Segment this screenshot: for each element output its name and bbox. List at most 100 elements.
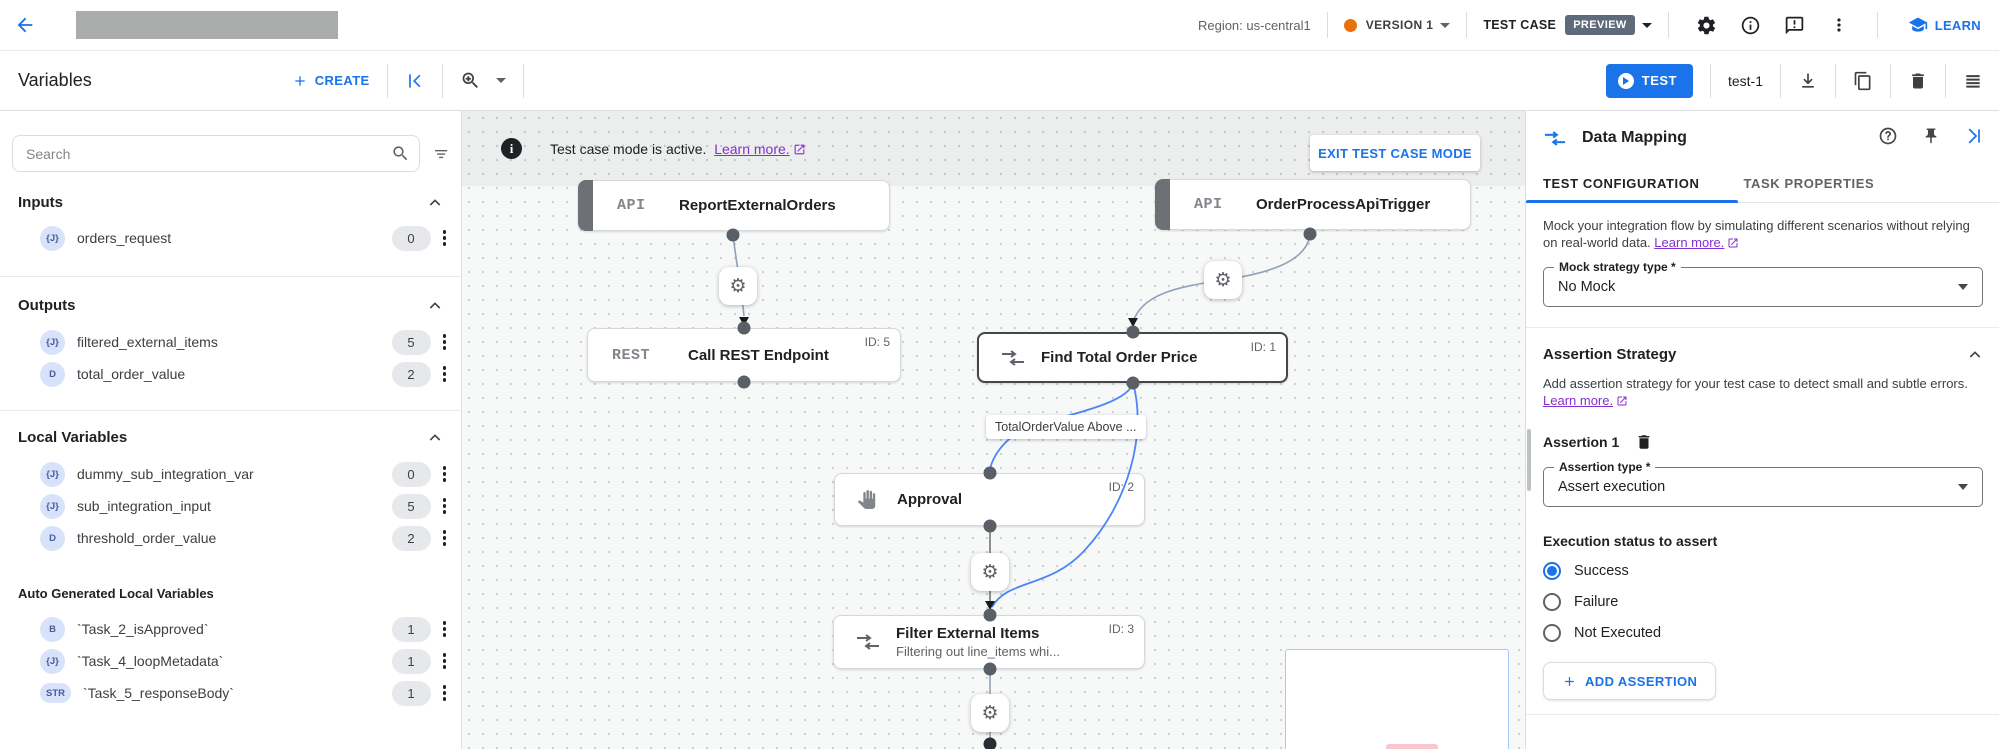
plus-icon (1565, 676, 1574, 686)
kebab-menu-icon[interactable] (440, 362, 450, 386)
assertion-type-select[interactable]: Assertion type * Assert execution (1543, 460, 1983, 507)
kebab-menu-icon[interactable] (440, 526, 450, 550)
api-tag: API (617, 197, 646, 214)
variable-row[interactable]: D threshold_order_value 2 (0, 522, 461, 554)
assertion-strategy-header[interactable]: Assertion Strategy (1543, 346, 1983, 363)
zoom-control[interactable] (460, 70, 506, 91)
divider (1835, 63, 1836, 98)
json-type-icon: {J} (40, 225, 65, 251)
redacted-title-block (76, 11, 338, 39)
delete-icon[interactable] (1908, 71, 1928, 91)
version-dropdown[interactable]: VERSION 1 (1366, 18, 1451, 32)
task-id-label: ID: 5 (864, 335, 890, 349)
kebab-menu-icon[interactable] (440, 649, 450, 673)
logs-list-icon[interactable] (1963, 71, 1983, 91)
variable-row[interactable]: {J} sub_integration_input 5 (0, 490, 461, 522)
tab-test-configuration[interactable]: TEST CONFIGURATION (1543, 176, 1700, 191)
edge-condition-label[interactable]: TotalOrderValue Above ... (986, 415, 1146, 439)
task-id-label: ID: 2 (1108, 480, 1134, 494)
search-input[interactable] (12, 135, 420, 172)
node-order-process-api-trigger[interactable]: API OrderProcessApiTrigger (1155, 179, 1471, 230)
back-arrow-icon[interactable] (14, 14, 36, 36)
pin-icon[interactable] (1922, 127, 1940, 150)
variable-row[interactable]: STR `Task_5_responseBody` 1 (0, 677, 461, 709)
divider (441, 63, 443, 98)
kebab-menu-icon[interactable] (440, 226, 450, 250)
panel-scrollbar[interactable] (1527, 429, 1531, 491)
kebab-menu-icon[interactable] (440, 617, 450, 641)
page-title: Variables (18, 70, 92, 90)
variable-row[interactable]: B `Task_2_isApproved` 1 (0, 613, 461, 645)
edge-gear-icon[interactable]: ⚙ (971, 553, 1009, 591)
usage-count-badge: 5 (391, 329, 431, 355)
execution-status-label: Execution status to assert (1543, 533, 1718, 549)
suggested-task-chip[interactable] (1386, 744, 1438, 749)
node-filter-external-items[interactable]: Filter External Items Filtering out line… (833, 615, 1145, 669)
sort-icon[interactable] (433, 146, 451, 169)
mock-strategy-select[interactable]: Mock strategy type * No Mock (1543, 260, 1983, 307)
plus-icon (295, 75, 305, 86)
kebab-menu-icon[interactable] (440, 330, 450, 354)
divider (1526, 714, 1999, 715)
help-icon[interactable] (1878, 126, 1898, 151)
chevron-up-icon (1967, 347, 1983, 363)
usage-count-badge: 1 (391, 616, 431, 642)
mock-learn-more-link[interactable]: Learn more. (1654, 235, 1725, 250)
node-call-rest-endpoint[interactable]: REST Call REST Endpoint ID: 5 (587, 328, 901, 382)
collapse-panel-right-icon[interactable] (1964, 126, 1984, 151)
assertion-learn-more-link[interactable]: Learn more. (1543, 393, 1614, 408)
collapse-panel-icon[interactable] (405, 71, 425, 91)
variable-row[interactable]: {J} `Task_4_loopMetadata` 1 (0, 645, 461, 677)
chevron-down-icon (1440, 22, 1451, 28)
test-button[interactable]: TEST (1605, 63, 1693, 98)
radio-option-not-executed[interactable]: Not Executed (1543, 624, 1983, 642)
create-variable-button[interactable]: CREATE (292, 73, 370, 89)
feedback-icon[interactable] (1784, 14, 1806, 36)
edge-gear-icon[interactable]: ⚙ (971, 694, 1009, 732)
data-mapping-icon (1001, 349, 1041, 366)
zoom-in-icon (462, 72, 478, 88)
learn-button[interactable]: LEARN (1908, 15, 1981, 35)
variable-row[interactable]: {J} dummy_sub_integration_var 0 (0, 458, 461, 490)
tab-task-properties[interactable]: TASK PROPERTIES (1743, 176, 1875, 191)
exit-test-case-mode-button[interactable]: EXIT TEST CASE MODE (1310, 135, 1480, 171)
chevron-down-icon (495, 78, 506, 83)
variable-row[interactable]: D total_order_value 2 (0, 358, 461, 390)
json-type-icon: {J} (40, 493, 65, 519)
api-tag: API (1194, 196, 1223, 213)
variable-row[interactable]: {J} filtered_external_items 5 (0, 326, 461, 358)
delete-assertion-icon[interactable] (1635, 433, 1653, 451)
edge-gear-icon[interactable]: ⚙ (719, 267, 757, 305)
kebab-menu-icon[interactable] (440, 462, 450, 486)
section-header-inputs[interactable]: Inputs (18, 194, 443, 211)
node-approval[interactable]: Approval ID: 2 (834, 473, 1145, 526)
download-icon[interactable] (1798, 71, 1818, 91)
double-type-icon: D (40, 525, 65, 551)
kebab-menu-icon[interactable] (1828, 14, 1850, 36)
top-header: Region: us-central1 VERSION 1 TEST CASE … (0, 0, 1999, 51)
test-case-name[interactable]: test-1 (1727, 72, 1763, 89)
settings-gear-icon[interactable] (1696, 14, 1718, 36)
banner-learn-more-link[interactable]: Learn more. (714, 141, 790, 157)
section-header-local-variables[interactable]: Local Variables (18, 429, 443, 446)
node-find-total-order-price[interactable]: Find Total Order Price ID: 1 (977, 332, 1288, 383)
variable-row[interactable]: {J} orders_request 0 (0, 222, 461, 254)
edge-gear-icon[interactable]: ⚙ (1204, 261, 1242, 299)
info-icon[interactable] (1740, 14, 1762, 36)
divider (1326, 12, 1328, 38)
radio-icon (1543, 593, 1561, 611)
node-report-external-orders[interactable]: API ReportExternalOrders (578, 180, 890, 231)
add-assertion-button[interactable]: ADD ASSERTION (1543, 662, 1717, 700)
copy-icon[interactable] (1853, 71, 1873, 91)
external-link-icon (1616, 394, 1628, 411)
flow-canvas[interactable]: i Test case mode is active. Learn more. … (462, 111, 1525, 749)
kebab-menu-icon[interactable] (440, 681, 450, 705)
json-type-icon: {J} (40, 648, 65, 674)
section-header-outputs[interactable]: Outputs (18, 297, 443, 314)
chevron-down-icon[interactable] (1641, 22, 1652, 28)
chevron-down-icon (1958, 484, 1968, 490)
divider (0, 276, 461, 277)
kebab-menu-icon[interactable] (440, 494, 450, 518)
radio-option-failure[interactable]: Failure (1543, 593, 1983, 611)
radio-option-success[interactable]: Success (1543, 562, 1983, 580)
